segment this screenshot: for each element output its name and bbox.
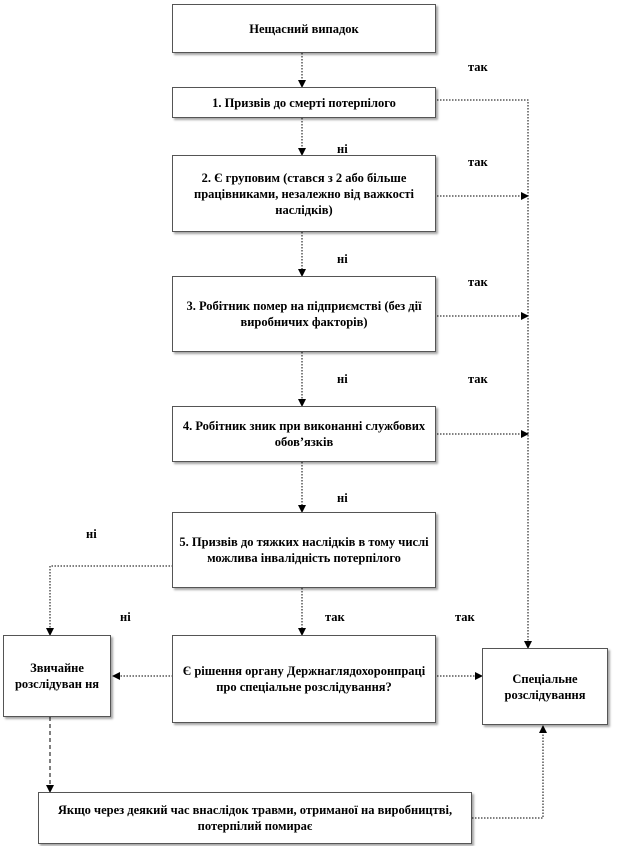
label-q2-yes: так bbox=[468, 155, 488, 169]
label-q3-yes: так bbox=[468, 275, 488, 289]
box-accident: Нещасний випадок bbox=[172, 4, 436, 53]
label-q4-yes: так bbox=[468, 372, 488, 386]
box-later-death: Якщо через деякий час внаслідок травми, … bbox=[38, 792, 472, 844]
label-q2-no: ні bbox=[337, 252, 348, 266]
box-q5-text: 5. Призвів до тяжких наслідків в тому чи… bbox=[179, 535, 429, 565]
box-q1-text: 1. Призвів до смерті потерпілого bbox=[212, 95, 396, 110]
box-accident-text: Нещасний випадок bbox=[249, 21, 359, 36]
label-q1-yes: так bbox=[468, 60, 488, 74]
arrow-later-special bbox=[472, 725, 547, 819]
box-q1-death: 1. Призвів до смерті потерпілого bbox=[172, 87, 436, 118]
box-ordinary-text: Звичайне розслідуван ня bbox=[14, 661, 100, 691]
label-q6-no: ні bbox=[120, 610, 131, 624]
box-special-text: Спеціальне розслідування bbox=[504, 671, 586, 702]
arrow-q5-ordinary bbox=[46, 565, 173, 636]
box-q2-text: 2. Є груповим (стався з 2 або більше пра… bbox=[194, 170, 414, 217]
box-q3-text: 3. Робітник помер на підприємстві (без д… bbox=[186, 299, 422, 329]
box-q3-died-at-work: 3. Робітник помер на підприємстві (без д… bbox=[172, 276, 436, 352]
box-later-text: Якщо через деякий час внаслідок травми, … bbox=[57, 803, 453, 833]
box-q6-decision: Є рішення органу Держнаглядохоронпраці п… bbox=[172, 635, 436, 723]
box-special-investigation: Спеціальне розслідування bbox=[482, 648, 608, 725]
label-q5-yes: так bbox=[325, 610, 345, 624]
box-q2-group: 2. Є груповим (стався з 2 або більше пра… bbox=[172, 155, 436, 232]
label-q6-yes: так bbox=[455, 610, 475, 624]
box-q4-text: 4. Робітник зник при виконанні службових… bbox=[182, 419, 426, 449]
box-ordinary-investigation: Звичайне розслідуван ня bbox=[3, 635, 111, 717]
box-q5-severe: 5. Призвів до тяжких наслідків в тому чи… bbox=[172, 512, 436, 588]
label-q3-no: ні bbox=[337, 372, 348, 386]
arrow-q1-special bbox=[437, 99, 532, 649]
label-q1-no: ні bbox=[337, 142, 348, 156]
box-q6-text: Є рішення органу Держнаглядохоронпраці п… bbox=[182, 664, 426, 694]
label-q5-no: ні bbox=[86, 527, 97, 541]
box-q4-missing: 4. Робітник зник при виконанні службових… bbox=[172, 406, 436, 462]
label-q4-no: ні bbox=[337, 491, 348, 505]
